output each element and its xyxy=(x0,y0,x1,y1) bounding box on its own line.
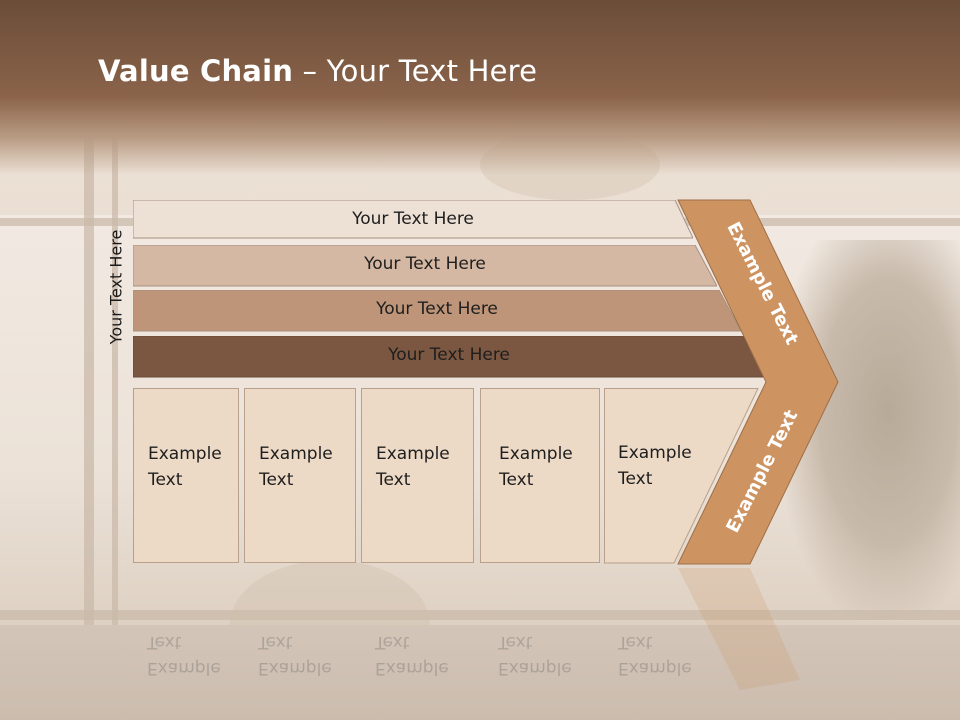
bar-1: Your Text Here xyxy=(133,200,693,239)
title-bold: Value Chain xyxy=(98,54,294,88)
column-2-line2: Text xyxy=(259,470,294,490)
bar-2-shape xyxy=(133,245,717,287)
bar-3: Your Text Here xyxy=(133,290,741,332)
column-1-line1: Example xyxy=(148,444,222,464)
bar-3-shape xyxy=(133,290,741,332)
column-4-line1: Example xyxy=(499,444,573,464)
header-band xyxy=(0,0,960,175)
title-rest: – Your Text Here xyxy=(293,54,538,88)
bar-4-shape xyxy=(133,336,765,378)
vertical-label: Your Text Here xyxy=(106,229,126,345)
bar-4: Your Text Here xyxy=(133,336,765,378)
bar-4-label: Your Text Here xyxy=(388,345,510,365)
column-2-line1: Example xyxy=(259,444,333,464)
slide-title: Value Chain – Your Text Here xyxy=(98,54,537,88)
column-3-line1: Example xyxy=(376,444,450,464)
bar-2: Your Text Here xyxy=(133,245,717,287)
column-1-line2: Text xyxy=(148,470,183,490)
column-5-line1: Example xyxy=(618,443,692,463)
column-3-line2: Text xyxy=(376,470,411,490)
column-4-line2: Text xyxy=(499,470,534,490)
bar-1-label: Your Text Here xyxy=(352,209,474,229)
bar-3-label: Your Text Here xyxy=(376,299,498,319)
column-5-line2: Text xyxy=(618,469,653,489)
bar-2-label: Your Text Here xyxy=(364,254,486,274)
bar-1-shape xyxy=(133,200,693,239)
